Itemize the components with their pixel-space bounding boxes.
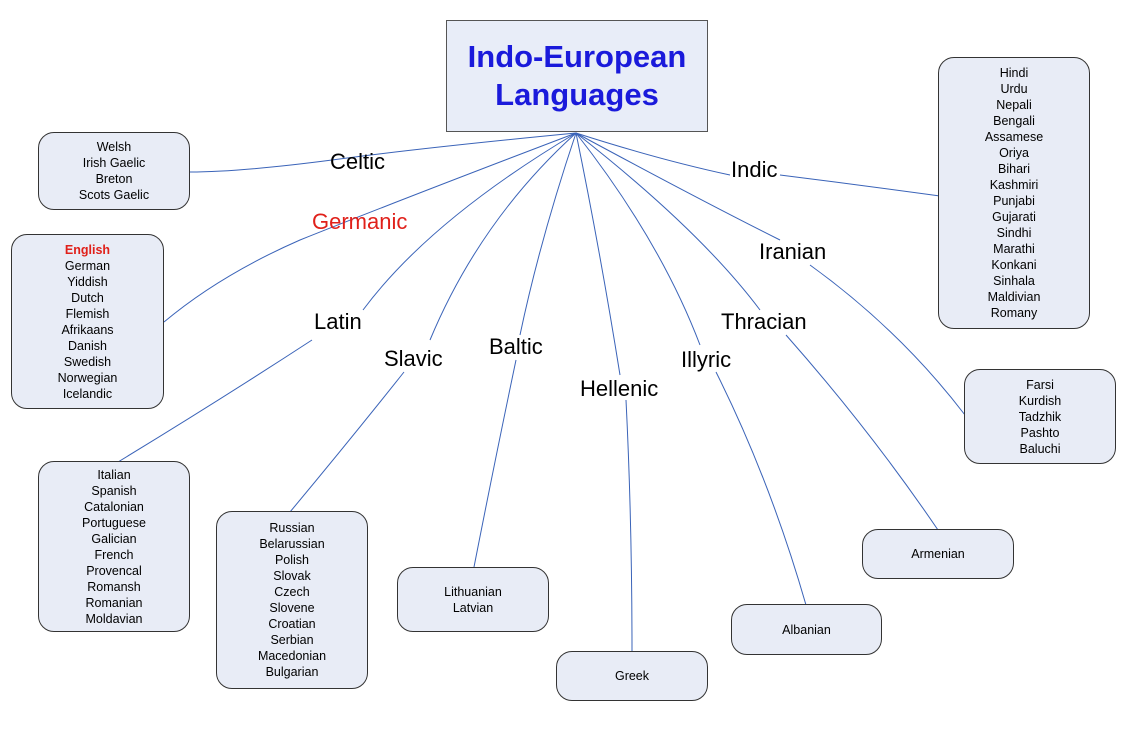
language-item: Tadzhik [1018,409,1062,424]
language-item: Oriya [999,146,1029,160]
language-item: Latvian [452,600,494,615]
language-item: Belarussian [259,537,325,551]
language-item: Croatian [268,617,316,631]
language-item: Welsh [96,140,132,154]
language-item: Serbian [270,633,314,647]
language-item: Polish [274,553,310,567]
language-item: Sindhi [996,226,1032,240]
branch-label-slavic: Slavic [384,346,443,371]
language-item: Scots Gaelic [78,188,150,202]
connector-baltic [473,132,577,568]
language-item: Yiddish [67,274,108,289]
language-item: Kurdish [1018,393,1062,408]
language-box-illyric: Albanian [731,604,882,655]
language-item: Slovene [269,601,315,615]
language-item: Nepali [996,98,1032,112]
language-item: Dutch [71,290,104,305]
diagram-title: Indo-European Languages [467,39,687,112]
language-item: Catalonian [84,499,144,514]
language-box-thracian: Armenian [862,529,1014,579]
language-item: Assamese [984,130,1044,144]
language-item: Italian [97,467,131,482]
branch-label-thracian: Thracian [721,309,807,334]
language-item: Hindi [999,66,1029,80]
language-item: Moldavian [85,611,143,626]
language-item: Albanian [782,622,831,637]
language-item: Urdu [1000,82,1028,96]
language-item: Spanish [91,483,137,498]
language-item: Irish Gaelic [82,156,146,170]
connector-celtic [189,132,577,173]
connector-illyric [575,132,807,606]
language-item: Afrikaans [61,322,114,337]
language-item: Flemish [65,306,110,321]
language-item: Romansh [87,579,141,594]
connector-slavic [289,132,577,513]
language-item: Gujarati [992,210,1036,224]
language-item: Provencal [86,563,142,578]
branch-label-celtic: Celtic [330,149,386,174]
language-item: Pashto [1020,425,1060,440]
language-item: Breton [95,172,133,186]
language-item: Sinhala [993,274,1035,288]
branch-label-iranian: Iranian [759,239,827,264]
language-item: Swedish [63,354,112,369]
language-item: Bulgarian [265,665,319,679]
language-item: Punjabi [993,194,1035,208]
language-item: English [64,242,111,257]
language-item: Greek [614,669,650,683]
branch-label-baltic: Baltic [489,334,543,359]
language-item: Romanian [85,595,143,610]
language-item: Lithuanian [444,584,502,599]
language-item: Farsi [1026,377,1054,392]
language-item: Danish [68,338,107,353]
language-item: Bihari [998,162,1030,176]
connector-thracian [575,132,939,531]
language-item: Slovak [273,569,311,583]
branch-label-illyric: Illyric [681,347,732,372]
language-item: French [94,547,134,562]
language-item: Bengali [993,114,1035,128]
language-item: Kashmiri [989,178,1039,192]
language-item: Armenian [911,547,965,561]
title-box: Indo-European Languages [446,20,708,132]
connector-germanic [163,132,577,323]
language-item: Norwegian [57,370,118,385]
branch-label-germanic: Germanic [312,209,408,234]
language-item: Russian [269,521,315,535]
language-item: Marathi [993,242,1035,256]
connector-hellenic [575,132,633,653]
language-item: Baluchi [1019,441,1061,456]
language-item: Macedonian [257,649,327,663]
connector-indic [575,132,941,197]
language-item: Icelandic [62,386,113,401]
language-item: Romany [990,306,1038,320]
language-box-hellenic: Greek [556,651,708,701]
connector-latin [117,132,577,463]
language-item: Konkani [991,258,1037,272]
language-item: Czech [274,585,310,599]
language-item: Portuguese [82,515,146,530]
connector-iranian [575,132,966,416]
language-item: Galician [91,531,137,546]
language-item: Maldivian [987,290,1041,304]
branch-label-hellenic: Hellenic [580,376,659,401]
branch-label-latin: Latin [314,309,362,334]
language-item: German [64,258,111,273]
branch-label-indic: Indic [731,157,778,182]
